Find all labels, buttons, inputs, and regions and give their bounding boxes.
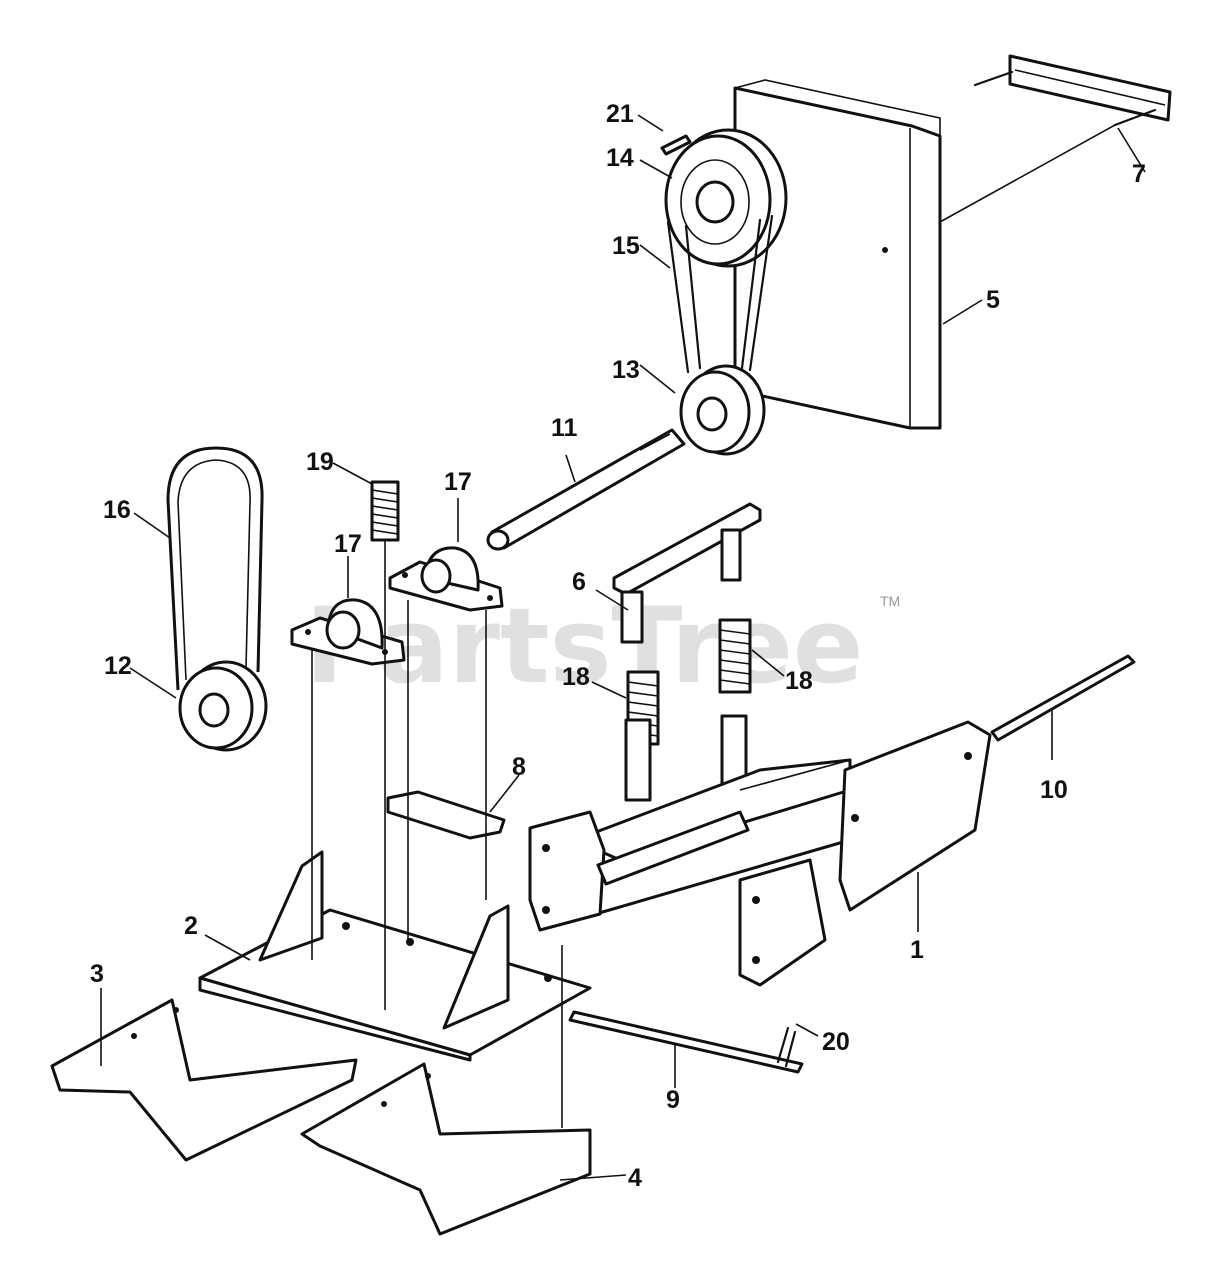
callout-labels: 21 14 7 15 5 13 11 19 17 17 16 6 12 18 1… (90, 100, 1146, 1192)
callout-9: 9 (666, 1086, 680, 1114)
callout-14: 14 (606, 144, 634, 172)
callout-3: 3 (90, 960, 104, 988)
alignment-lines (311, 540, 563, 1128)
callout-17-left: 17 (334, 530, 362, 558)
part-20-pin[interactable] (776, 1026, 797, 1068)
callout-19: 19 (306, 448, 334, 476)
part-2-base-plate[interactable] (198, 850, 592, 1062)
part-9-rod[interactable] (568, 1010, 804, 1074)
callout-10: 10 (1040, 776, 1068, 804)
part-17-bearing-left[interactable] (290, 598, 406, 666)
callout-11: 11 (551, 414, 578, 442)
callout-8: 8 (512, 753, 526, 781)
part-11-shaft[interactable] (486, 428, 686, 551)
callout-16: 16 (103, 496, 131, 524)
part-10-rod[interactable] (990, 654, 1136, 742)
part-4-bracket[interactable] (300, 1062, 592, 1236)
callout-21: 21 (606, 100, 634, 128)
callout-18-left: 18 (562, 663, 590, 691)
callout-1: 1 (910, 936, 924, 964)
callout-2: 2 (184, 912, 198, 940)
part-5-cover-plate[interactable] (733, 79, 942, 430)
part-1-frame[interactable] (528, 714, 992, 987)
callout-15: 15 (612, 232, 640, 260)
part-21-key[interactable] (660, 134, 692, 156)
part-12-pulley[interactable] (178, 660, 268, 752)
part-14-large-pulley[interactable] (664, 128, 788, 268)
leader-lines (100, 114, 1146, 1181)
part-6-handle[interactable] (612, 502, 762, 644)
part-7-bracket[interactable] (939, 54, 1172, 223)
watermark-trademark: TM (880, 593, 900, 609)
callout-6: 6 (572, 568, 586, 596)
callout-7: 7 (1132, 160, 1146, 188)
part-19-spring[interactable] (370, 480, 400, 542)
callout-12: 12 (104, 652, 132, 680)
part-8-bar[interactable] (386, 790, 506, 840)
callout-5: 5 (986, 286, 1000, 314)
callout-4: 4 (628, 1164, 642, 1192)
part-17-bearing-right[interactable] (388, 546, 504, 612)
part-16-belt[interactable] (166, 446, 264, 691)
part-18-spring-right[interactable] (718, 618, 752, 694)
callout-18-right: 18 (785, 667, 813, 695)
callout-17-right: 17 (444, 468, 472, 496)
part-15-belt[interactable] (666, 214, 774, 374)
part-13-small-pulley[interactable] (679, 364, 766, 456)
callout-13: 13 (612, 356, 640, 384)
callout-20: 20 (822, 1028, 850, 1056)
part-3-bracket[interactable] (50, 998, 358, 1162)
